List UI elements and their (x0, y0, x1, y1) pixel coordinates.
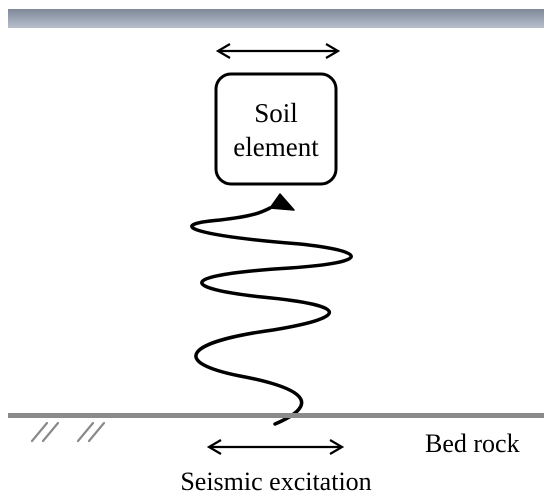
soil-element-box (214, 72, 338, 186)
ground-surface-band (8, 9, 544, 28)
top-double-arrow-icon (215, 43, 341, 59)
soil-label-line1: Soil (254, 98, 298, 128)
seismic-wave-icon (190, 206, 353, 426)
ground-hatch-icon (30, 421, 106, 443)
seismic-excitation-label: Seismic excitation (180, 467, 371, 496)
wave-arrowhead-icon (269, 193, 295, 211)
bottom-double-arrow-icon (206, 439, 345, 455)
bedrock-label: Bed rock (425, 429, 520, 458)
bedrock-surface-line (8, 413, 544, 418)
soil-label-line2: element (233, 132, 319, 162)
